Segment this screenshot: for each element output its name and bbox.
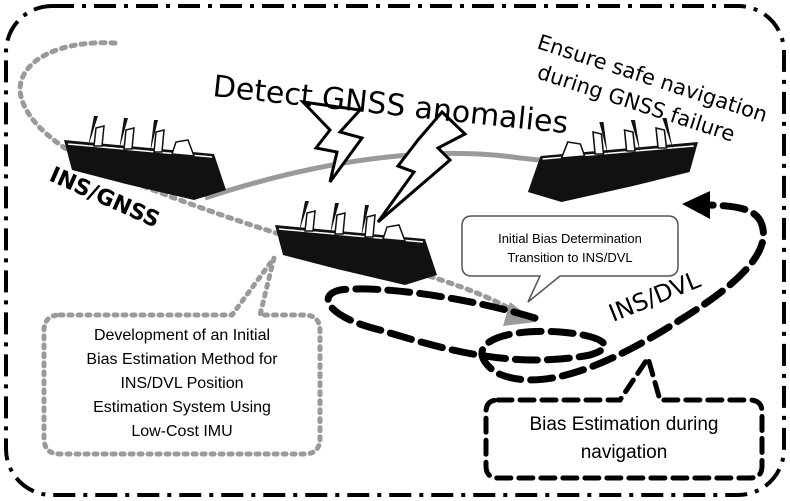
dvl-trajectory — [324, 201, 767, 384]
development-line-4: Estimation System Using — [93, 399, 271, 416]
development-line-5: Low-Cost IMU — [131, 423, 232, 440]
initial-bias-line-1: Initial Bias Determination — [498, 231, 642, 246]
ship-icon — [274, 200, 438, 286]
dvl-arrowhead — [682, 191, 710, 219]
detect-gnss-label: Detect GNSS anomalies — [211, 69, 570, 141]
lightning-icon — [298, 99, 365, 183]
bias-navigation-callout — [483, 352, 765, 481]
development-line-1: Development of an Initial — [94, 327, 270, 344]
development-callout — [41, 256, 323, 457]
lightning-icon — [376, 109, 468, 224]
bias-navigation-line-1: Bias Estimation during — [529, 414, 718, 435]
development-line-3: INS/DVL Position — [120, 375, 243, 392]
bias-navigation-line-2: navigation — [581, 442, 668, 463]
initial-bias-line-2: Transition to INS/DVL — [507, 250, 632, 265]
initial-bias-callout — [461, 215, 679, 303]
development-line-2: Bias Estimation Method for — [86, 351, 278, 368]
outer-frame — [4, 4, 786, 497]
